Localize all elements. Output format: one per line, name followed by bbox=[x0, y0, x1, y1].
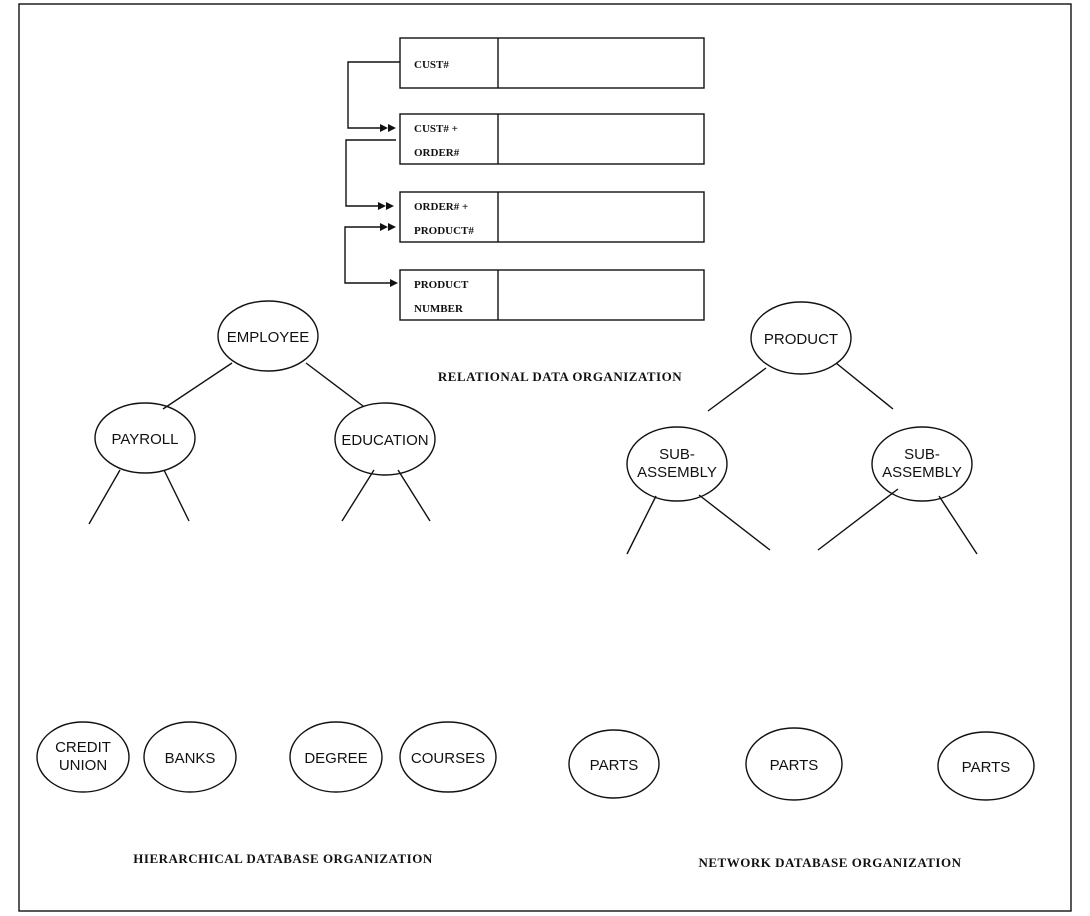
record-label: PRODUCT bbox=[414, 279, 469, 291]
node-sub-assembly-2: SUB- ASSEMBLY bbox=[871, 426, 973, 502]
node-education: EDUCATION bbox=[334, 402, 436, 476]
node-employee: EMPLOYEE bbox=[217, 300, 319, 372]
connector-1 bbox=[347, 61, 400, 129]
node-label: ASSEMBLY bbox=[637, 464, 717, 481]
edge bbox=[707, 367, 767, 412]
connector-3 bbox=[344, 226, 390, 284]
double-arrow-head bbox=[388, 223, 396, 231]
node-credit-union: CREDIT UNION bbox=[36, 721, 130, 793]
node-courses: COURSES bbox=[399, 721, 497, 793]
node-sub-assembly-1: SUB- ASSEMBLY bbox=[626, 426, 728, 502]
double-arrow-head bbox=[388, 124, 396, 132]
edge bbox=[835, 362, 894, 410]
figure-border bbox=[18, 3, 1072, 912]
record-box-cust: CUST# bbox=[399, 37, 705, 89]
record-box-product-number: PRODUCT NUMBER bbox=[399, 269, 705, 321]
node-degree: DEGREE bbox=[289, 721, 383, 793]
record-label: NUMBER bbox=[414, 303, 464, 315]
hierarchical-diagram: EMPLOYEE PAYROLL EDUCATION CREDIT UNION … bbox=[36, 300, 497, 866]
record-label: CUST# + bbox=[414, 123, 458, 135]
network-caption: NETWORK DATABASE ORGANIZATION bbox=[699, 855, 962, 870]
record-label: ORDER# bbox=[414, 147, 460, 159]
node-label: PRODUCT bbox=[764, 331, 838, 348]
edge bbox=[341, 469, 375, 522]
edge bbox=[163, 469, 190, 522]
record-box-order-product: ORDER# + PRODUCT# bbox=[399, 191, 705, 243]
node-label: CREDIT bbox=[55, 739, 111, 756]
node-product: PRODUCT bbox=[750, 301, 852, 375]
record-label: PRODUCT# bbox=[414, 225, 474, 237]
double-arrow-head bbox=[386, 202, 394, 210]
node-label: PARTS bbox=[590, 757, 639, 774]
edge bbox=[626, 495, 657, 555]
double-arrow-head bbox=[378, 202, 386, 210]
relational-caption: RELATIONAL DATA ORGANIZATION bbox=[438, 369, 682, 384]
connector-2 bbox=[345, 139, 396, 207]
node-label: UNION bbox=[59, 757, 107, 774]
node-label: BANKS bbox=[165, 750, 216, 767]
node-label: SUB- bbox=[904, 446, 940, 463]
node-parts-1: PARTS bbox=[568, 729, 660, 799]
node-label: ASSEMBLY bbox=[882, 464, 962, 481]
node-label: PAYROLL bbox=[112, 431, 179, 448]
record-box-cust-order: CUST# + ORDER# bbox=[399, 113, 705, 165]
node-payroll: PAYROLL bbox=[94, 402, 196, 474]
node-label: DEGREE bbox=[304, 750, 367, 767]
edge bbox=[305, 362, 364, 407]
node-label: PARTS bbox=[770, 757, 819, 774]
node-parts-2: PARTS bbox=[745, 727, 843, 801]
record-label: CUST# bbox=[414, 59, 449, 71]
edge bbox=[162, 362, 233, 410]
node-label: SUB- bbox=[659, 446, 695, 463]
double-arrow-head bbox=[380, 124, 388, 132]
node-label: COURSES bbox=[411, 750, 485, 767]
arrow-head bbox=[390, 279, 398, 287]
hierarchical-caption: HIERARCHICAL DATABASE ORGANIZATION bbox=[133, 851, 433, 866]
edge bbox=[397, 469, 431, 522]
node-banks: BANKS bbox=[143, 721, 237, 793]
relational-diagram: CUST# CUST# + ORDER# ORDER# + PRODUCT# P… bbox=[344, 37, 705, 384]
edge bbox=[698, 494, 771, 551]
node-parts-3: PARTS bbox=[937, 731, 1035, 801]
network-diagram: PRODUCT SUB- ASSEMBLY SUB- ASSEMBLY PART… bbox=[568, 301, 1035, 870]
node-label: EDUCATION bbox=[341, 432, 428, 449]
double-arrow-head bbox=[380, 223, 388, 231]
node-label: EMPLOYEE bbox=[227, 329, 310, 346]
record-label: ORDER# + bbox=[414, 201, 468, 213]
node-label: PARTS bbox=[962, 759, 1011, 776]
edge bbox=[938, 495, 978, 555]
edge bbox=[88, 469, 121, 525]
edge bbox=[817, 488, 899, 551]
